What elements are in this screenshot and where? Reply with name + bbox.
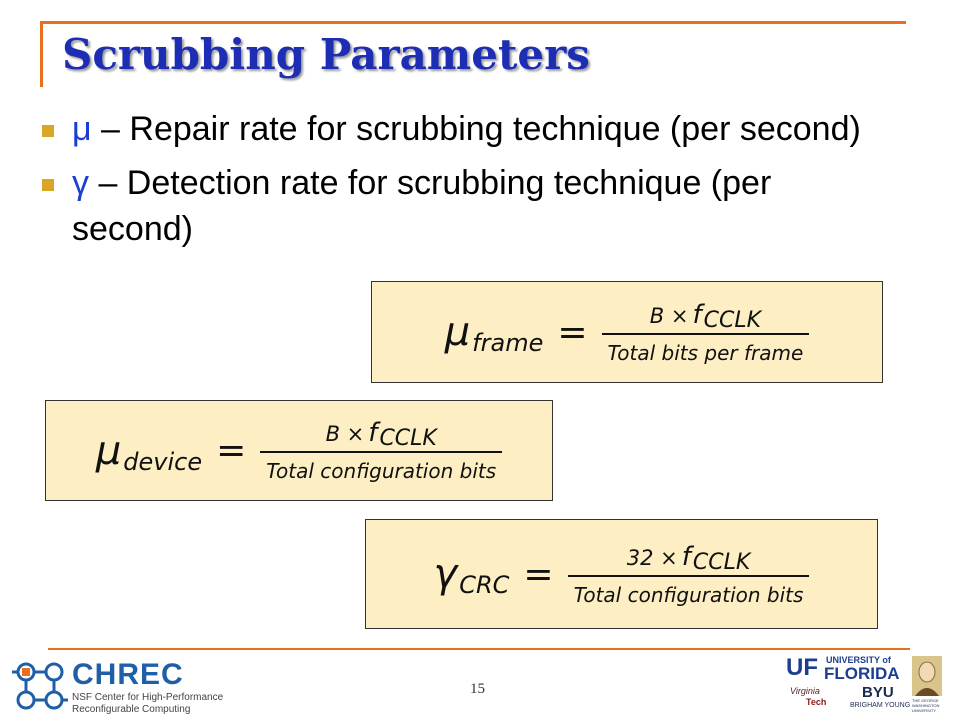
square-bullet-icon — [42, 125, 54, 137]
numerator-subscript: CCLK — [692, 549, 751, 575]
formula-numerator: B ×fCCLK — [318, 418, 445, 451]
left-accent-rule — [40, 21, 43, 87]
formula-lhs: μ device — [95, 427, 203, 476]
chrec-name: CHREC — [72, 658, 184, 691]
byu-logo: BYU — [862, 684, 894, 701]
gw-logo-text: THE GEORGE WASHINGTON UNIVERSITY — [912, 698, 940, 713]
uf-logo-top: UNIVERSITY of — [826, 655, 891, 665]
formula-subscript: frame — [472, 329, 544, 357]
formula-subscript: device — [123, 447, 203, 476]
formula-equals: = — [216, 430, 247, 471]
numerator-f: f — [692, 299, 702, 330]
square-bullet-icon — [42, 179, 54, 191]
page-number: 15 — [470, 681, 485, 697]
formula-symbol: γ — [433, 551, 458, 597]
formula-mu-device: μ device = B ×fCCLK Total configuration … — [45, 400, 553, 501]
uf-logo-bottom: FLORIDA — [824, 664, 900, 683]
bullet-text: – Detection rate for scrubbing technique… — [72, 164, 772, 248]
bullet-list: μ – Repair rate for scrubbing technique … — [40, 106, 880, 260]
formula-numerator: B ×fCCLK — [642, 300, 769, 333]
slide-title: Scrubbing Parameters — [62, 30, 590, 79]
formula-subscript: CRC — [459, 571, 510, 599]
formula-equals: = — [523, 553, 554, 595]
formula-lhs: μ frame — [444, 309, 544, 357]
bullet-symbol: μ — [72, 110, 92, 148]
chrec-tagline-2: Reconfigurable Computing — [72, 704, 191, 715]
formula-fraction: B ×fCCLK Total bits per frame — [601, 300, 810, 365]
chrec-grid-icon — [12, 662, 68, 710]
formula-symbol: μ — [95, 427, 122, 474]
formula-mu-frame: μ frame = B ×fCCLK Total bits per frame — [371, 281, 883, 383]
numerator-prefix: B × — [325, 422, 365, 446]
chrec-tagline-1: NSF Center for High-Performance — [72, 692, 224, 703]
numerator-subscript: CCLK — [703, 307, 762, 333]
top-accent-rule — [40, 21, 906, 24]
vt-logo-bottom: Tech — [806, 697, 827, 707]
bullet-item-gamma: γ – Detection rate for scrubbing techniq… — [40, 160, 880, 252]
numerator-prefix: 32 × — [626, 545, 678, 570]
bullet-symbol: γ — [72, 164, 89, 202]
formula-lhs: γ CRC — [433, 551, 510, 599]
numerator-subscript: CCLK — [379, 426, 437, 451]
vt-logo-top: Virginia — [790, 686, 820, 696]
numerator-f: f — [368, 418, 378, 448]
formula-denominator: Total configuration bits — [260, 451, 503, 483]
bottom-accent-rule — [48, 648, 910, 650]
formula-gamma-crc: γ CRC = 32 ×fCCLK Total configuration bi… — [365, 519, 878, 629]
bullet-text: – Repair rate for scrubbing technique (p… — [91, 110, 861, 148]
bullet-item-mu: μ – Repair rate for scrubbing technique … — [40, 106, 880, 152]
formula-equals: = — [557, 311, 588, 353]
formula-fraction: B ×fCCLK Total configuration bits — [260, 418, 503, 483]
formula-numerator: 32 ×fCCLK — [619, 542, 759, 575]
formula-fraction: 32 ×fCCLK Total configuration bits — [567, 542, 810, 607]
chrec-logo: CHREC NSF Center for High-Performance Re… — [12, 656, 223, 715]
numerator-f: f — [681, 541, 691, 572]
byu-logo-sub: BRIGHAM YOUNG — [850, 702, 911, 709]
gw-portrait-icon — [912, 656, 942, 696]
numerator-prefix: B × — [649, 303, 689, 328]
formula-denominator: Total bits per frame — [601, 332, 810, 365]
formula-denominator: Total configuration bits — [567, 574, 810, 607]
formula-symbol: μ — [444, 309, 471, 355]
uf-logo-mark: UF — [786, 654, 818, 681]
